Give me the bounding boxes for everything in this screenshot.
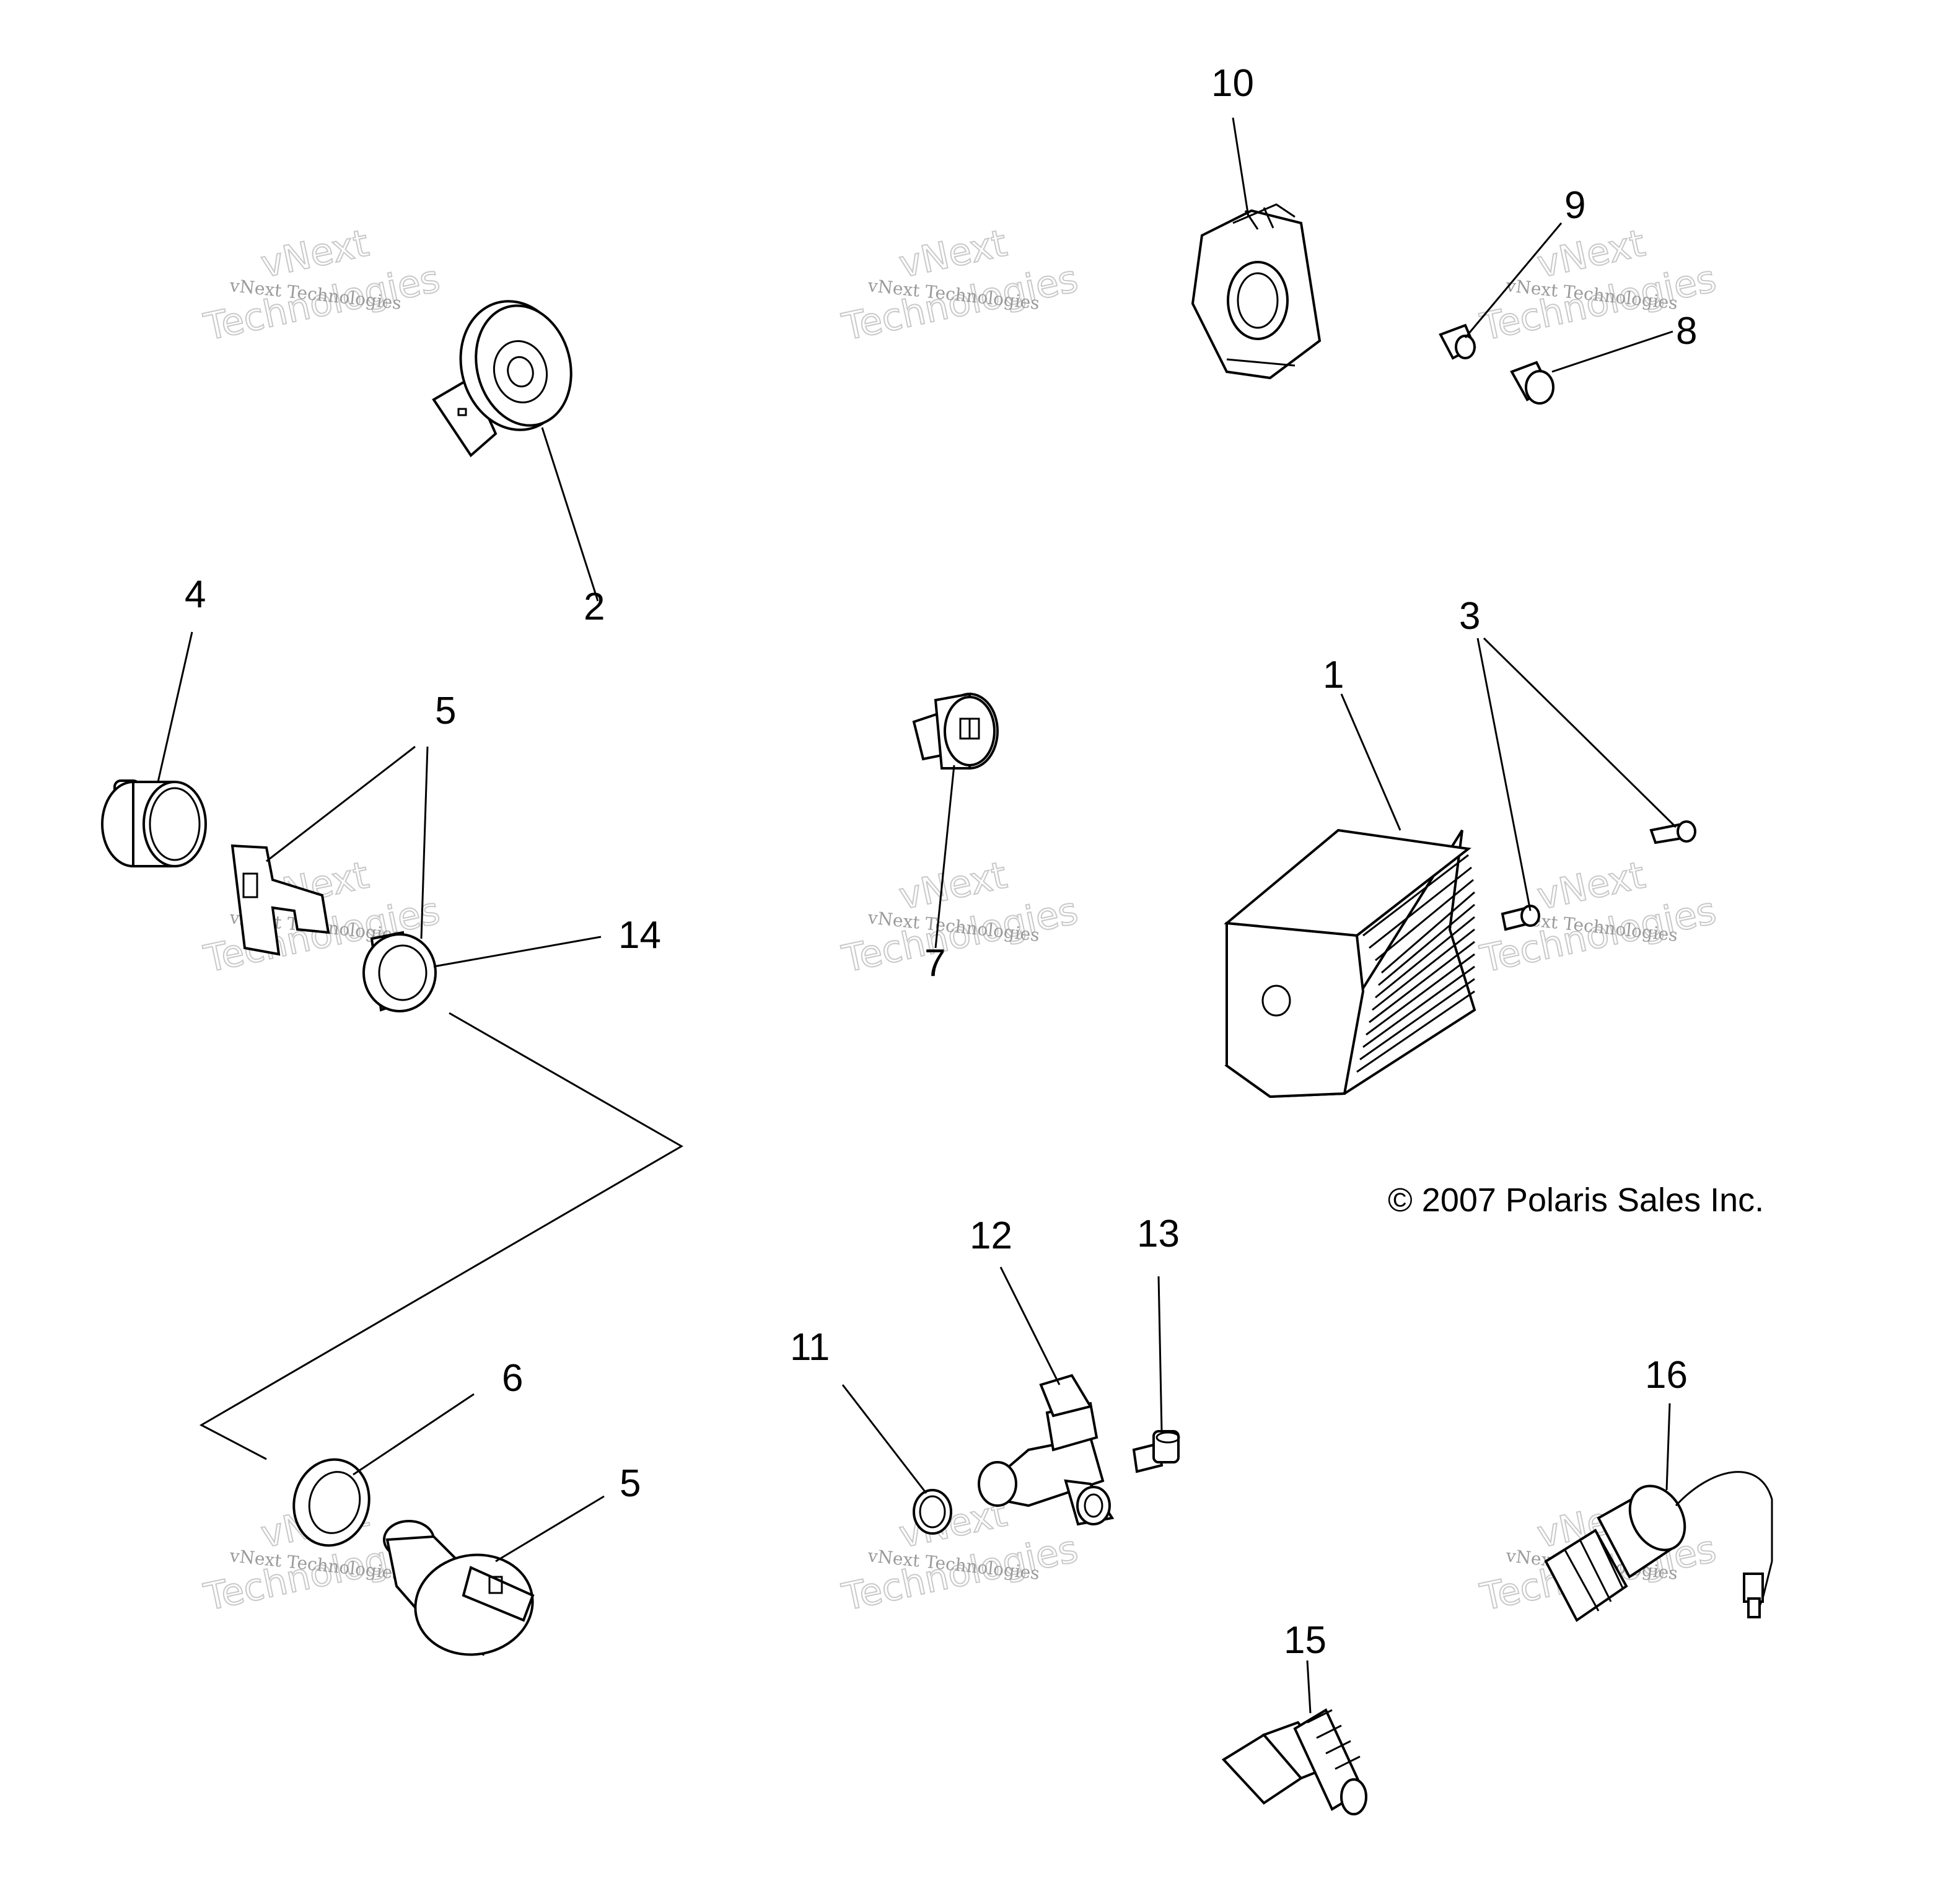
callout-4: 4 bbox=[185, 573, 206, 616]
callout-16: 16 bbox=[1645, 1354, 1688, 1397]
leader-3a bbox=[1476, 638, 1532, 911]
callout-2: 2 bbox=[584, 586, 605, 628]
part-1-regulator bbox=[1224, 828, 1476, 1099]
leader-13 bbox=[1157, 1276, 1163, 1432]
part-5-lock-cylinder bbox=[383, 1520, 535, 1656]
leader-4 bbox=[157, 631, 193, 783]
part-12-speed-sensor bbox=[978, 1374, 1115, 1526]
watermark-5: vNext Technologies vNext Technologies bbox=[838, 853, 1082, 981]
leader-16 bbox=[1665, 1403, 1671, 1491]
leader-9 bbox=[1464, 222, 1563, 338]
part-8-plug bbox=[1510, 361, 1554, 405]
leader-15 bbox=[1306, 1660, 1312, 1714]
leader-lines bbox=[157, 117, 1677, 1714]
part-4-cap bbox=[101, 779, 207, 867]
part-15-sender bbox=[1221, 1708, 1367, 1815]
part-7-fitting bbox=[912, 692, 999, 770]
callout-15: 15 bbox=[1284, 1619, 1326, 1662]
part-3-screw-b bbox=[1501, 905, 1540, 931]
callout-7: 7 bbox=[924, 942, 945, 985]
part-11-o-ring bbox=[913, 1489, 952, 1535]
callout-3: 3 bbox=[1459, 595, 1480, 638]
watermark-2: vNext Technologies vNext Technologies bbox=[838, 221, 1082, 349]
leader-3b bbox=[1483, 637, 1677, 828]
watermark-8: vNext Technologies vNext Technologies bbox=[838, 1491, 1082, 1620]
part-3-screw-a bbox=[1649, 820, 1696, 845]
callout-5-lower: 5 bbox=[620, 1462, 641, 1505]
callout-11: 11 bbox=[790, 1326, 830, 1369]
callout-10: 10 bbox=[1211, 62, 1254, 105]
leader-6 bbox=[353, 1393, 475, 1476]
part-16-temp-sensor bbox=[1544, 1471, 1773, 1622]
callout-14: 14 bbox=[618, 914, 661, 957]
leader-5a-2 bbox=[420, 746, 429, 939]
leader-14 bbox=[433, 936, 602, 968]
leader-5b bbox=[495, 1495, 605, 1563]
copyright-text: © 2007 Polaris Sales Inc. bbox=[1388, 1182, 1764, 1219]
callout-5-upper: 5 bbox=[435, 690, 456, 732]
part-10-housing bbox=[1191, 203, 1322, 380]
watermark-1: vNext Technologies vNext Technologies bbox=[200, 221, 444, 349]
part-5-key bbox=[230, 844, 330, 956]
part-6-washer bbox=[292, 1458, 370, 1547]
callout-9: 9 bbox=[1564, 184, 1585, 227]
leader-11 bbox=[841, 1384, 927, 1494]
leader-10 bbox=[1232, 117, 1250, 217]
callout-8: 8 bbox=[1676, 310, 1697, 353]
leader-2 bbox=[541, 427, 599, 602]
leader-5a-1 bbox=[266, 745, 416, 862]
callout-12: 12 bbox=[970, 1214, 1012, 1257]
part-14-ring bbox=[362, 931, 437, 1012]
leader-12 bbox=[999, 1266, 1061, 1385]
part-9-fitting bbox=[1439, 323, 1476, 360]
callout-1: 1 bbox=[1323, 654, 1344, 696]
leader-8 bbox=[1551, 330, 1673, 373]
leader-7 bbox=[934, 765, 955, 949]
leader-1 bbox=[1340, 693, 1401, 831]
leader-14-to-6 bbox=[199, 1012, 684, 1460]
part-13-bolt bbox=[1132, 1430, 1180, 1473]
callout-6: 6 bbox=[502, 1357, 523, 1400]
callout-13: 13 bbox=[1137, 1213, 1180, 1255]
part-2-sensor bbox=[432, 300, 572, 458]
